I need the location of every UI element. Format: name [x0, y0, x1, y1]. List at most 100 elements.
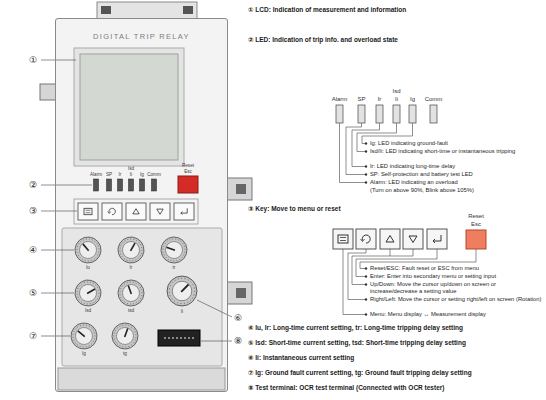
led-indicator	[393, 105, 400, 123]
setting-dial	[108, 319, 141, 352]
led-label: Alarm	[332, 96, 348, 103]
led-indicator	[409, 105, 416, 123]
key-description: Menu: Menu display ↔ Measurement display	[370, 311, 542, 318]
led-indicator	[152, 179, 157, 191]
leader-dot	[365, 267, 367, 315]
callout-number: ①	[29, 56, 37, 65]
key-description: Right/Left: Move the cursor or setting r…	[370, 296, 542, 303]
key-button	[108, 208, 116, 214]
heading-text: ④ Iu, Ir: Long-time current setting, tr:…	[248, 324, 463, 331]
leader-line	[41, 293, 74, 294]
key-button	[102, 203, 122, 220]
key-button	[409, 236, 417, 243]
dial-label: tg	[123, 351, 127, 356]
led-indicator	[94, 179, 99, 191]
leader-dot	[365, 173, 367, 175]
key-button	[466, 230, 486, 249]
leader-dot	[365, 275, 367, 277]
heading-text: ⑧ Test terminal: OCR test terminal (Conn…	[248, 384, 444, 391]
relay-housing-art	[236, 288, 246, 298]
leader-line	[41, 60, 232, 341]
leader-dot	[365, 150, 367, 152]
leader-dot	[365, 165, 367, 167]
setting-dial	[62, 228, 222, 366]
led-indicator	[430, 105, 437, 123]
relay-housing-art	[101, 6, 111, 14]
led-description: SP: Self-protection and battery test LED	[370, 171, 542, 178]
key-button	[361, 235, 371, 243]
key-button	[174, 203, 194, 220]
led-note: (Turn on above 90%, Blink above 105%)	[370, 187, 542, 194]
relay-housing-art	[226, 282, 252, 304]
key-button	[333, 229, 353, 249]
led-indicator	[129, 179, 134, 191]
relay-housing-art	[226, 178, 252, 200]
heading-text: ② LED: Indication of trip info. and over…	[248, 36, 398, 43]
callout-number: ④	[29, 246, 37, 255]
leader-line	[197, 300, 232, 317]
led-label: SP	[106, 172, 112, 177]
led-label: Ir	[378, 96, 382, 103]
setting-dial	[58, 228, 225, 390]
leader-line	[348, 249, 366, 300]
led-label: SP	[357, 96, 365, 103]
key-label: Esc	[471, 221, 481, 228]
callout-number: ②	[29, 181, 37, 190]
callout-number: ⑥	[234, 314, 242, 323]
setting-dial	[164, 337, 194, 339]
leader-dot	[365, 298, 367, 300]
key-button	[84, 208, 92, 214]
led-description: Alarm: LED indicating an overload	[370, 179, 542, 186]
led-indicator	[376, 105, 383, 123]
relay-housing-art	[74, 48, 184, 166]
key-button	[333, 229, 486, 249]
setting-dial	[66, 318, 103, 355]
key-label: Reset	[468, 213, 484, 220]
heading-text: ⑦ Ig: Ground fault current setting, tg: …	[248, 369, 472, 376]
setting-dial	[114, 276, 147, 309]
key-button	[356, 229, 376, 249]
led-label: Ii	[130, 172, 132, 177]
leader-dot	[365, 267, 367, 269]
leader-line	[41, 211, 77, 212]
key-button	[133, 209, 139, 214]
key-button	[386, 236, 394, 243]
led-description: Ir: LED indicating long-time delay	[370, 163, 542, 170]
setting-dial	[157, 233, 190, 266]
leader-dot	[365, 313, 367, 315]
led-label: Ii	[395, 96, 398, 103]
key-description: Reset/ESC: Fault reset or ESC from menu	[370, 265, 542, 272]
key-button	[338, 235, 348, 243]
leader-dot	[365, 283, 367, 285]
led-indicator	[178, 176, 198, 193]
leader-line	[390, 249, 413, 256]
leader-dot	[365, 142, 367, 144]
led-indicator	[336, 105, 343, 123]
key-label: Esc	[184, 169, 192, 174]
dial-label: Ii	[181, 309, 183, 314]
relay-housing-art	[80, 54, 178, 160]
key-button	[150, 203, 170, 220]
leader-dot	[365, 181, 367, 183]
led-label: Comm	[147, 172, 161, 177]
leader-line	[41, 185, 92, 186]
relay-housing-art	[236, 184, 246, 194]
relay-housing-art	[55, 18, 228, 392]
dial-label: Ir	[130, 265, 133, 270]
led-label: Ig	[140, 172, 144, 177]
callout-number: ⑦	[29, 332, 37, 341]
setting-dial	[70, 232, 107, 269]
setting-dial	[113, 232, 149, 268]
callout-number: ⑧	[234, 337, 242, 346]
relay-housing-art	[183, 6, 193, 14]
heading-text: ⑥ Ii: Instantaneous current setting	[248, 354, 354, 361]
heading-text: ① LCD: Indication of measurement and inf…	[248, 6, 406, 13]
heading-text: ⑤ Isd: Short-time current setting, tsd: …	[248, 339, 466, 346]
key-button	[403, 229, 423, 249]
key-button	[433, 235, 441, 243]
led-indicator	[140, 179, 145, 191]
led-label: Comm	[425, 96, 443, 103]
led-label: Isd	[392, 88, 400, 95]
setting-dial	[158, 330, 200, 346]
key-label: Reset	[182, 163, 194, 168]
